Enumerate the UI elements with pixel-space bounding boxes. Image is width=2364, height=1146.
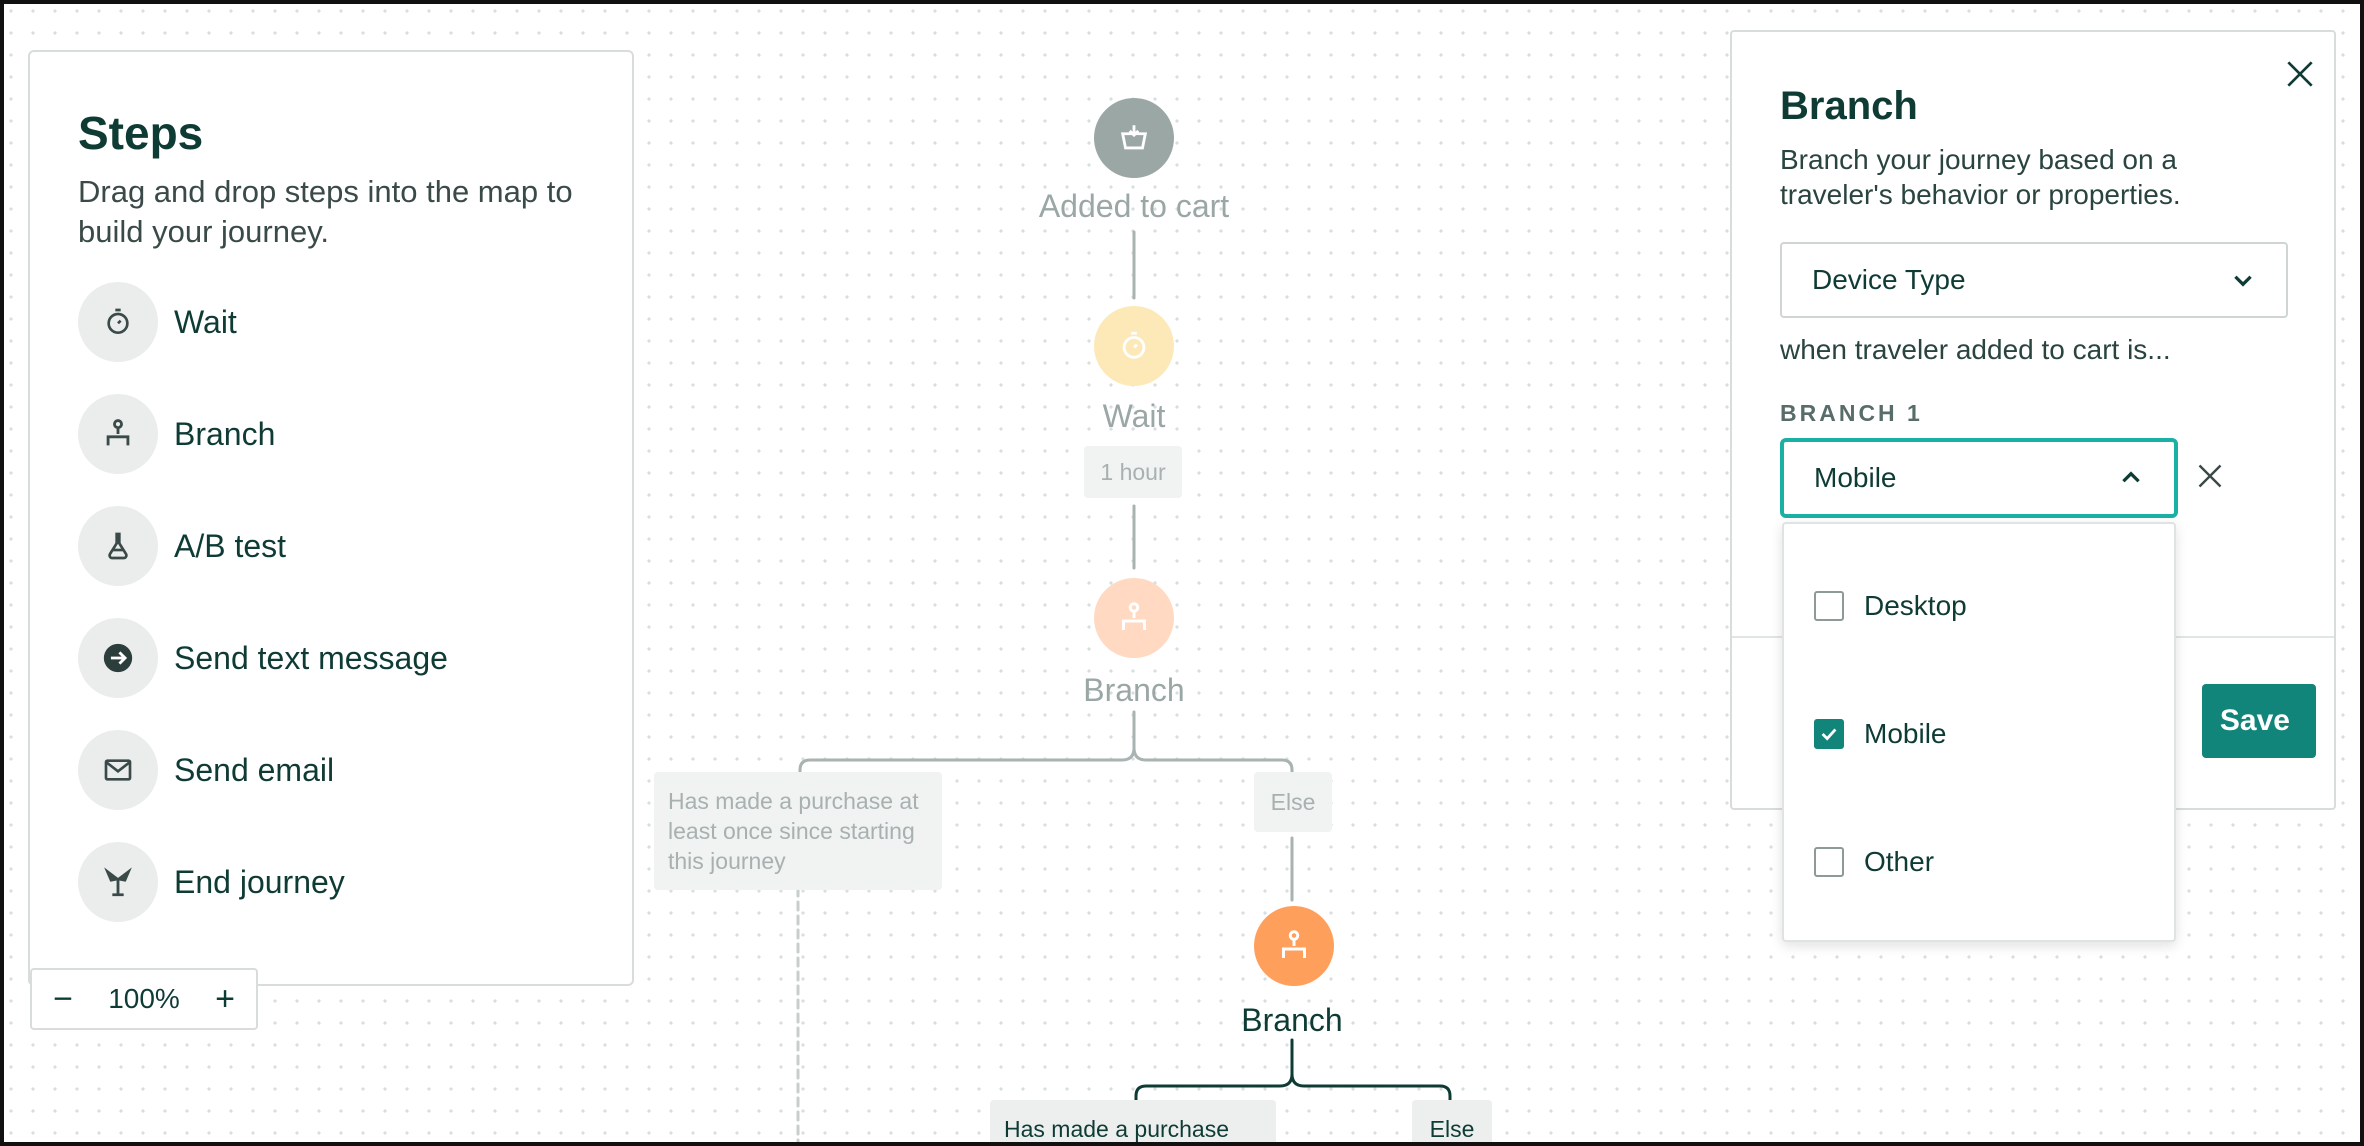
chevron-up-icon	[2122, 471, 2140, 483]
cart-icon	[1120, 125, 1148, 150]
branch-1-select[interactable]: Mobile	[1780, 438, 2178, 518]
step-label: Wait	[174, 303, 237, 340]
chevron-down-icon	[2234, 275, 2252, 287]
branch-condition-else[interactable]: Else	[1254, 772, 1332, 832]
close-icon	[2198, 464, 2222, 488]
device-type-dropdown: Desktop Mobile Other	[1782, 522, 2176, 942]
steps-title: Steps	[78, 107, 204, 159]
step-ab-test[interactable]: A/B test	[78, 506, 286, 586]
branch-label-1: Branch	[1083, 672, 1185, 708]
branch-icon	[78, 394, 158, 474]
option-desktop[interactable]: Desktop	[1814, 586, 1967, 626]
option-label: Other	[1864, 846, 1935, 877]
branch-1-label: BRANCH 1	[1780, 400, 1923, 426]
step-label: Branch	[174, 415, 276, 452]
zoom-level: 100%	[108, 983, 180, 1014]
option-label: Desktop	[1864, 590, 1967, 621]
property-select-value: Device Type	[1812, 264, 1966, 295]
checkbox-checked[interactable]	[1814, 719, 1844, 749]
branch-icon	[1282, 930, 1306, 958]
step-label: Send text message	[174, 639, 448, 676]
zoom-control: − 100% +	[30, 968, 258, 1030]
zoom-in-button[interactable]: +	[215, 979, 235, 1018]
trigger-node[interactable]	[1094, 98, 1174, 178]
connector-branch2-split	[1134, 1038, 1452, 1106]
option-other[interactable]: Other	[1814, 842, 1934, 882]
wait-duration-badge: 1 hour	[1084, 446, 1182, 498]
step-label: End journey	[174, 863, 345, 900]
step-wait[interactable]: Wait	[78, 282, 237, 362]
message-arrow-icon	[78, 618, 158, 698]
branch-node-2[interactable]	[1254, 906, 1334, 986]
step-end-journey[interactable]: End journey	[78, 842, 345, 922]
step-label: A/B test	[174, 527, 287, 564]
wait-label: Wait	[1102, 398, 1166, 434]
option-mobile[interactable]: Mobile	[1814, 714, 1946, 754]
branch2-condition-left[interactable]: Has made a purchase	[990, 1100, 1276, 1146]
zoom-out-button[interactable]: −	[53, 979, 73, 1018]
wait-node[interactable]	[1094, 306, 1174, 386]
checkmark-icon	[1821, 728, 1837, 741]
connector-branch1-split	[798, 710, 1294, 778]
option-label: Mobile	[1864, 718, 1947, 749]
close-panel-button[interactable]	[2280, 54, 2320, 94]
save-button[interactable]: Save	[2202, 684, 2316, 758]
checkbox[interactable]	[1814, 847, 1844, 877]
branch2-condition-else[interactable]: Else	[1412, 1100, 1492, 1146]
trigger-label: Added to cart	[1038, 188, 1230, 224]
envelope-icon	[78, 730, 158, 810]
step-branch[interactable]: Branch	[78, 394, 275, 474]
branch-1-select-value: Mobile	[1814, 462, 1897, 493]
branch-node-1[interactable]	[1094, 578, 1174, 658]
flask-icon	[78, 506, 158, 586]
steps-panel: Steps Drag and drop steps into the map t…	[28, 50, 634, 986]
branch-label-2: Branch	[1241, 1002, 1343, 1038]
close-icon	[2287, 61, 2313, 87]
step-send-email[interactable]: Send email	[78, 730, 334, 810]
steps-description: Drag and drop steps into the map to buil…	[78, 174, 573, 249]
step-send-text-message[interactable]: Send text message	[78, 618, 448, 698]
stopwatch-icon	[1122, 331, 1146, 359]
step-label: Send email	[174, 751, 335, 788]
branch-icon	[1122, 602, 1146, 630]
property-select[interactable]: Device Type	[1780, 242, 2288, 318]
end-journey-icon	[78, 842, 158, 922]
branch-panel-title: Branch	[1780, 84, 1918, 128]
checkbox[interactable]	[1814, 591, 1844, 621]
stopwatch-icon	[78, 282, 158, 362]
branch-panel-description: Branch your journey based on a traveler'…	[1780, 144, 2181, 210]
branch-condition-left[interactable]: Has made a purchase at least once since …	[654, 772, 942, 890]
branch-when-text: when traveler added to cart is...	[1780, 334, 2171, 365]
remove-branch-button[interactable]	[2192, 458, 2228, 494]
